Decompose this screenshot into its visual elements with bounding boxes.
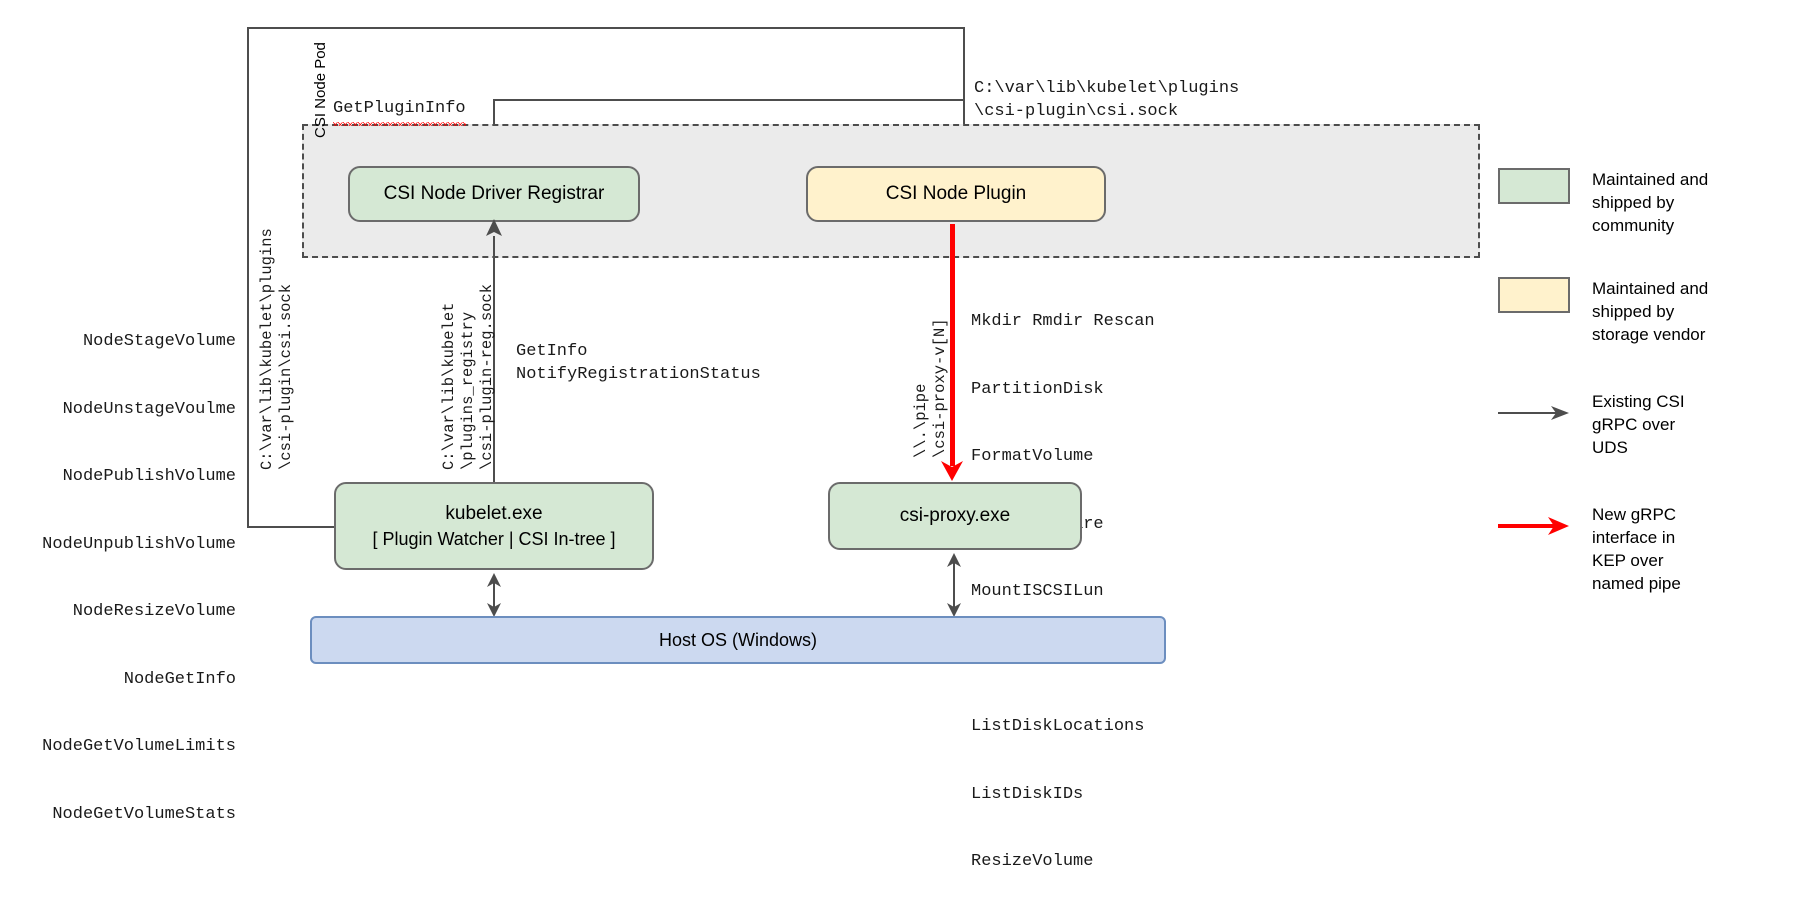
edge-kubelet-to-hostos (493, 582, 495, 610)
arrowhead-kubelet-hostos (487, 573, 501, 617)
api-item: ResizeVolume (971, 852, 1094, 871)
csi-node-plugin-box[interactable]: CSI Node Plugin (806, 166, 1106, 222)
rpc-item: NodeResizeVolume (72, 602, 236, 621)
arrowhead-into-registrar (486, 219, 502, 236)
csi-node-driver-registrar-box[interactable]: CSI Node Driver Registrar (348, 166, 640, 222)
api-item: PartitionDisk (971, 379, 1104, 399)
csi-proxy-api-list: Mkdir Rmdir Rescan PartitionDisk FormatV… (971, 266, 1155, 919)
edge-kubelet-to-plugin-down (963, 27, 965, 163)
rpc-item: NodeUnstageVoulme (62, 399, 236, 419)
api-item: ListDiskLocations (971, 717, 1145, 736)
legend-label-vendor: Maintained and shipped by storage vendor (1592, 279, 1709, 344)
rpc-item: NodeGetVolumeLimits (42, 737, 236, 756)
csi-node-rpc-list: NodeStageVolume NodeUnstageVoulme NodePu… (0, 286, 236, 871)
edge-csiproxy-to-hostos (953, 562, 955, 610)
kubelet-exe-box[interactable]: kubelet.exe [ Plugin Watcher | CSI In-tr… (334, 482, 654, 570)
legend-label-new: New gRPC interface in KEP over named pip… (1592, 505, 1681, 593)
csi-proxy-exe-label: csi-proxy.exe (899, 505, 1011, 526)
rpc-item: NodeGetVolumeStats (52, 804, 236, 824)
registration-calls-label: GetInfo NotifyRegistrationStatus (516, 342, 761, 384)
edge-registrar-to-plugin-across (493, 99, 965, 101)
kubelet-socket-path-label: C:\var\lib\kubelet\plugins \csi-plugin\c… (258, 228, 295, 470)
edge-kubelet-to-plugin-top (247, 27, 965, 29)
legend: Maintained and shipped by community Main… (1498, 168, 1808, 595)
api-item: ListDiskIDs (971, 784, 1084, 804)
rpc-item: NodeStageVolume (82, 332, 236, 351)
named-pipe-path-label: \\.\pipe \csi-proxy-v[N] (912, 318, 949, 458)
diagram-canvas: CSI Node Pod CSI Node Driver Registrar C… (42, 27, 1808, 871)
api-item: Mkdir Rmdir Rescan (971, 312, 1155, 331)
edge-kubelet-to-plugin-bottom (247, 526, 335, 528)
legend-label-community: Maintained and shipped by community (1592, 170, 1709, 235)
arrowhead-csiproxy-hostos (947, 553, 961, 617)
csi-node-pod-label: CSI Node Pod (312, 42, 329, 138)
get-plugin-info-label: GetPluginInfo (333, 98, 466, 125)
api-item: FormatVolume (971, 447, 1094, 466)
csi-node-driver-registrar-label: CSI Node Driver Registrar (383, 183, 605, 204)
get-plugin-info-label-wrap: GetPluginInfo (333, 98, 466, 125)
kubelet-exe-sublabel: [ Plugin Watcher | CSI In-tree ] (372, 528, 616, 549)
csi-proxy-exe-box[interactable]: csi-proxy.exe (828, 482, 1082, 550)
host-os-label: Host OS (Windows) (658, 629, 818, 650)
rpc-item: NodePublishVolume (62, 467, 236, 486)
rpc-item: NodeGetInfo (123, 669, 236, 689)
edge-plugin-to-csiproxy-red (950, 224, 955, 466)
edge-kubelet-to-plugin-left (247, 27, 249, 528)
legend-swatch-community (1498, 168, 1570, 204)
registry-socket-path-label: C:\var\lib\kubelet \plugins_registry \cs… (440, 283, 496, 470)
legend-arrow-new-icon (1498, 517, 1569, 535)
csi-node-plugin-label: CSI Node Plugin (885, 183, 1027, 204)
host-os-box[interactable]: Host OS (Windows) (310, 616, 1166, 664)
legend-arrow-existing-icon (1498, 406, 1569, 420)
plugin-socket-path-label: C:\var\lib\kubelet\plugins \csi-plugin\c… (974, 79, 1240, 121)
rpc-item: NodeUnpublishVolume (42, 534, 236, 554)
edge-kubelet-to-registrar (493, 236, 495, 484)
legend-label-existing: Existing CSI gRPC over UDS (1592, 392, 1685, 457)
kubelet-exe-label: kubelet.exe (445, 502, 543, 524)
api-item: MountISCSILun (971, 582, 1104, 601)
legend-swatch-vendor (1498, 277, 1570, 313)
arrowhead-into-csiproxy (941, 461, 963, 481)
